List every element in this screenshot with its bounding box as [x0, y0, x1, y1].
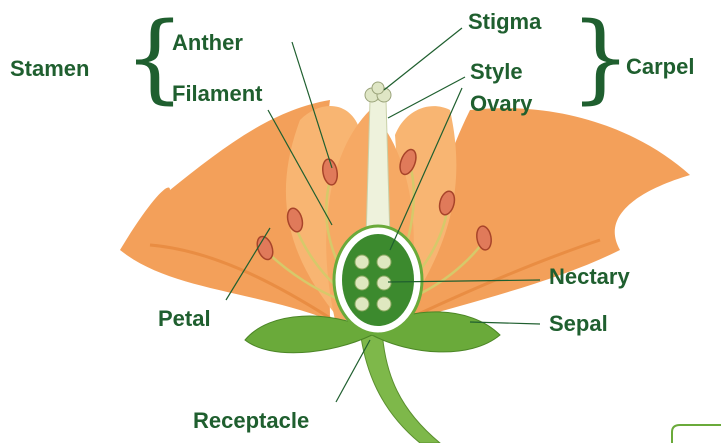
label-filament: Filament: [172, 83, 262, 105]
label-stigma: Stigma: [468, 11, 541, 33]
label-carpel: Carpel: [626, 56, 694, 78]
stigma: [365, 82, 391, 102]
brace-carpel: }: [570, 10, 631, 106]
leader-receptacle: [336, 340, 370, 402]
label-receptacle: Receptacle: [193, 410, 309, 432]
label-style: Style: [470, 61, 523, 83]
leader-stigma: [384, 28, 462, 90]
label-nectary: Nectary: [549, 266, 630, 288]
label-anther: Anther: [172, 32, 243, 54]
label-ovary: Ovary: [470, 93, 532, 115]
label-sepal: Sepal: [549, 313, 608, 335]
corner-frame: [672, 425, 721, 443]
label-stamen: Stamen: [10, 58, 89, 80]
style: [366, 100, 390, 240]
label-petal: Petal: [158, 308, 211, 330]
